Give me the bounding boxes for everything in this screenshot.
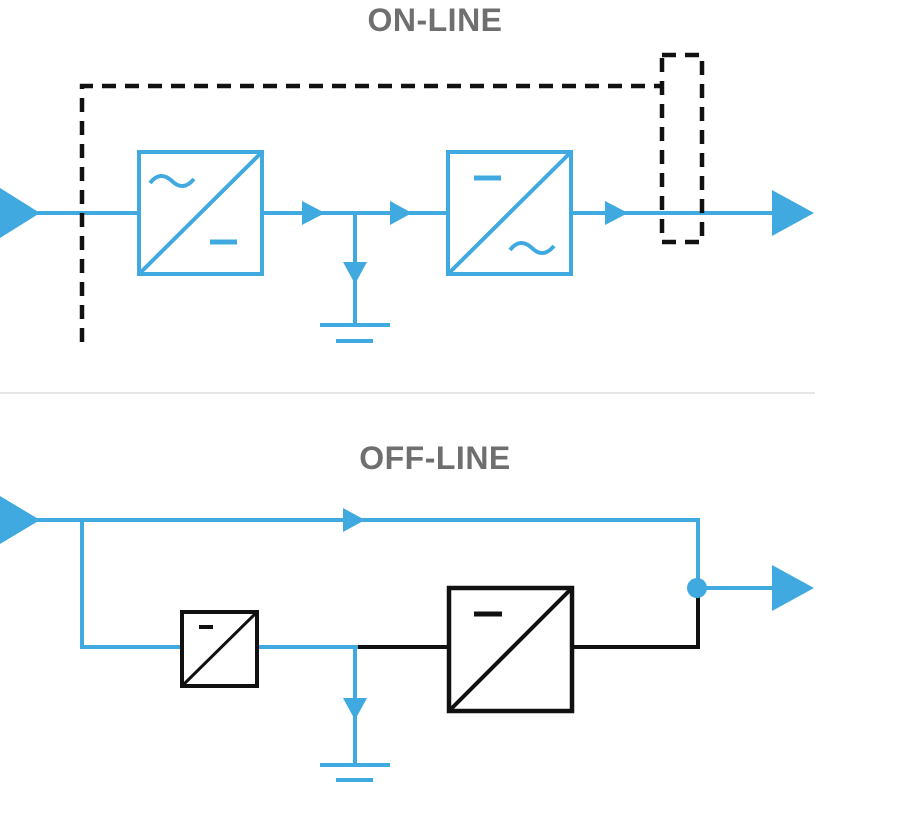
offline-output-arrow [772,565,814,611]
offline-battery-branch [320,647,390,782]
online-output-arrow [772,190,814,236]
ac-sine-icon [508,241,556,255]
offline-charger-line [80,520,358,649]
down-arrow [343,698,367,720]
online-rectifier [137,150,264,276]
offline-charger [180,610,259,688]
offline-inverter [446,585,575,714]
online-diagram [0,52,814,343]
offline-title: OFF-LINE [359,440,511,476]
down-arrow [343,262,367,284]
online-input-arrow [0,188,40,238]
offline-diagram [0,496,814,782]
offline-input-arrow [0,496,40,544]
offline-flow-arrow [343,508,365,532]
online-flow-arrow-3 [605,201,628,225]
online-inverter [446,150,573,276]
online-flow-arrow-2 [390,201,412,225]
ac-sine-icon [148,174,196,188]
offline-bypass-line [0,518,700,588]
offline-inverter-output-line [572,588,700,649]
online-flow-arrow-1 [302,201,325,225]
online-battery-branch [320,213,390,343]
online-bypass-dashed-line [79,83,662,342]
online-title: ON-LINE [367,2,503,38]
